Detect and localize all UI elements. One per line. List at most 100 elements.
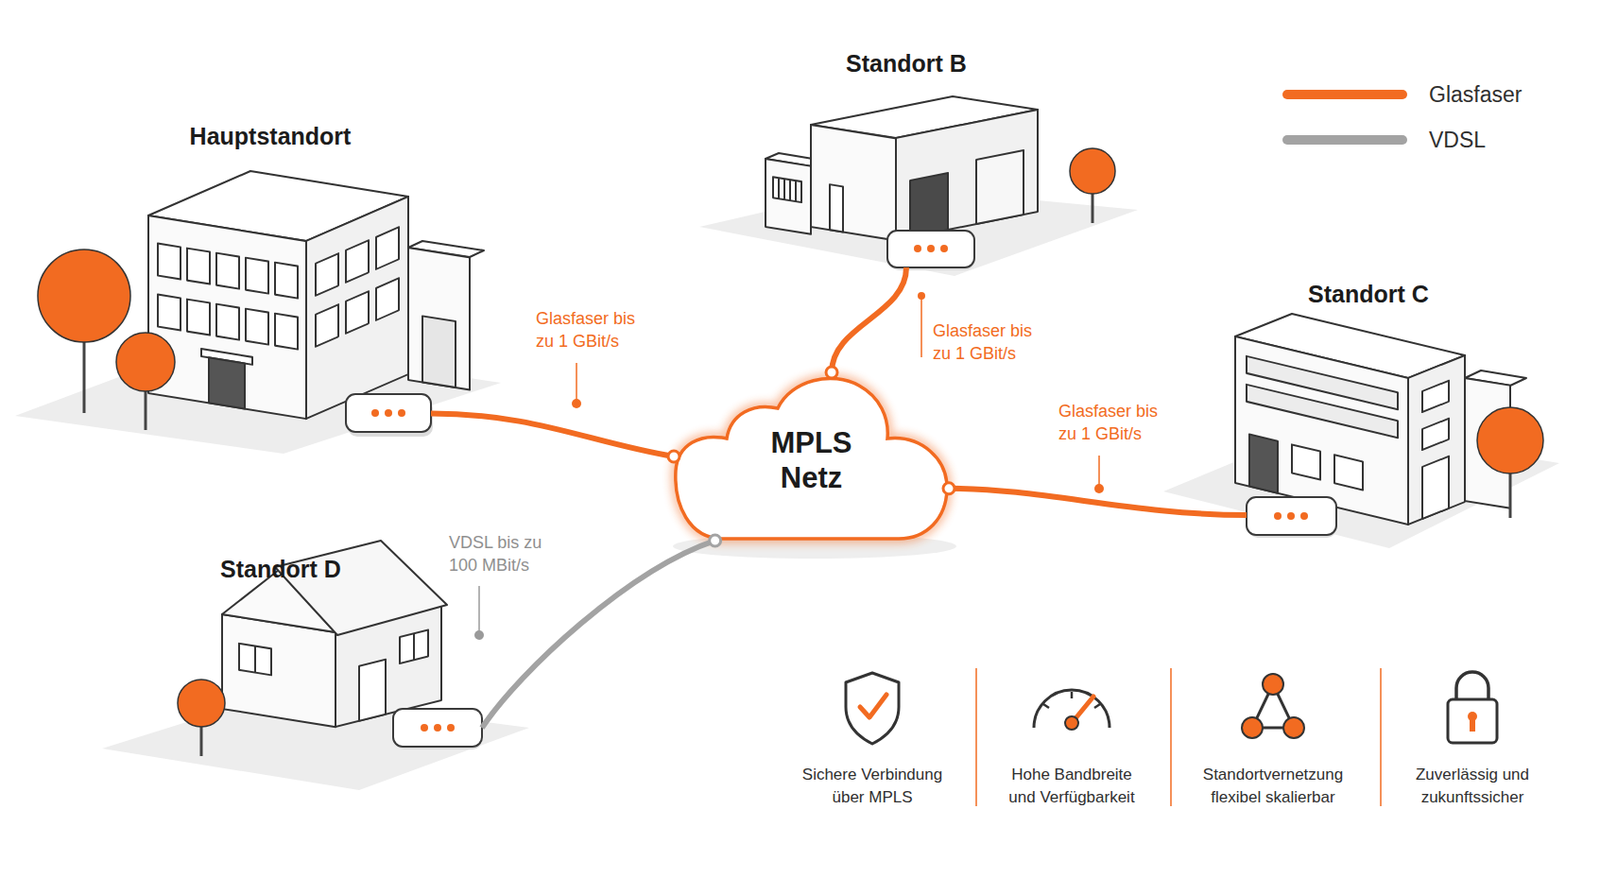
router-part (397, 409, 406, 417)
tree-part (83, 330, 87, 413)
hq-building-part (306, 196, 409, 419)
site-d-house-part (275, 540, 448, 636)
leader-lines-part (1098, 455, 1101, 487)
site-b-building-part-part (789, 179, 792, 201)
site-title: Hauptstandort (189, 121, 352, 151)
feature-dividers-part (1379, 668, 1382, 807)
router (1246, 497, 1337, 538)
hq-building-part-part (422, 315, 456, 388)
site-c-building-part-part (1291, 444, 1321, 480)
site-b-building-part (810, 124, 896, 241)
gauge-icon-part (1094, 704, 1101, 708)
hq-building-part-part (306, 196, 409, 419)
hq-building-part-part (376, 277, 399, 320)
hq-building-part-part (345, 291, 369, 333)
leader-lines-part (1094, 483, 1104, 494)
network-icon (1241, 673, 1305, 739)
router-part (393, 708, 482, 747)
edge-label: Glasfaser bis zu 1 GBit/s (1058, 399, 1174, 446)
fiber-connector (430, 413, 674, 457)
gauge-icon (1033, 689, 1110, 730)
router-part (1246, 497, 1337, 535)
tree-part (1509, 467, 1513, 518)
lock-icon-part (1469, 718, 1476, 732)
hq-building-part-part (245, 258, 269, 294)
hq-building-part-part (216, 304, 240, 341)
site-b-building-part-part (810, 124, 896, 241)
router-part (1287, 512, 1295, 520)
tree (37, 249, 175, 431)
junction-ring (668, 450, 680, 463)
leader-lines-part (474, 630, 484, 640)
hq-building-part-part (208, 357, 245, 409)
fiber-connector (948, 488, 1247, 516)
tree-part (116, 332, 175, 392)
fiber-connector (831, 267, 907, 373)
site-c-building-part (1408, 355, 1465, 525)
site-d-house-part-part (254, 646, 257, 673)
gauge-icon-part (1043, 704, 1050, 708)
shield-icon-part (860, 694, 887, 718)
site-c-building-part-part (1422, 456, 1449, 519)
hq-building-part-part (315, 304, 339, 346)
site-b-building-part-part (829, 184, 844, 232)
site-node: Standort C (1246, 272, 1559, 547)
lock-icon-part (1456, 671, 1489, 701)
site-c-building-part-part (1422, 380, 1449, 413)
hq-building (15, 171, 501, 454)
tree-part (1069, 148, 1116, 194)
router-part (913, 244, 922, 253)
leader-lines-part (917, 292, 926, 300)
feature-dividers-part (975, 668, 978, 807)
site-d-house-part-part (359, 659, 386, 722)
router-part (887, 230, 975, 268)
lock-icon-part (1447, 699, 1497, 743)
site-b-building-part-part (773, 176, 802, 203)
cloud-outline (675, 378, 947, 539)
site-node: Standort D (102, 552, 482, 760)
leader-lines-part (571, 398, 582, 409)
site-b-building-part-part (976, 150, 1024, 224)
legend-samples (1287, 94, 1403, 140)
router-part (433, 723, 442, 732)
site-b-building-part-part (783, 178, 786, 200)
leader-lines-part (920, 295, 923, 358)
shield-icon (845, 672, 899, 744)
site-b-building-part-part (765, 158, 811, 235)
site-title: Standort D (220, 554, 342, 584)
router-part (1300, 512, 1308, 520)
site-node: Hauptstandort (15, 118, 431, 445)
network-icon-part (1262, 673, 1284, 695)
site-c-building-part-part (1246, 384, 1398, 438)
hq-building-part-part (148, 215, 307, 419)
hq-building-part-part (275, 262, 298, 299)
router-part (447, 723, 455, 732)
tree-part (37, 249, 131, 343)
site-b-building-part-part (910, 172, 948, 238)
site-title: Standort C (1307, 279, 1429, 309)
legend-samples-part (1287, 135, 1403, 145)
site-b-building-part (765, 158, 811, 235)
legend-samples-part (1287, 89, 1403, 100)
site-node: Standort B (699, 42, 1138, 268)
hq-building-part-part (408, 247, 470, 390)
junction-ring (825, 366, 838, 379)
site-c-building-part-part (1334, 454, 1363, 490)
lock-icon (1447, 671, 1497, 743)
shield-icon-part (845, 672, 899, 744)
hq-building-part-part (376, 226, 399, 269)
feature-caption: Sichere Verbindung über MPLS (790, 763, 956, 809)
tree (1477, 407, 1544, 518)
site-c-building-part-part (1249, 434, 1278, 494)
site-c-building-part-part (1422, 418, 1449, 450)
feature-dividers-part (1169, 668, 1172, 807)
router-part (927, 244, 935, 253)
router (393, 708, 482, 750)
legend-text: Glasfaser (1428, 81, 1522, 108)
site-d-house (102, 540, 530, 791)
site-c-building (1163, 313, 1560, 549)
junction-ring (943, 482, 955, 495)
site-d-house-part-part (239, 643, 272, 675)
site-d-house-part (222, 614, 336, 727)
site-d-house-part-part (412, 633, 415, 660)
